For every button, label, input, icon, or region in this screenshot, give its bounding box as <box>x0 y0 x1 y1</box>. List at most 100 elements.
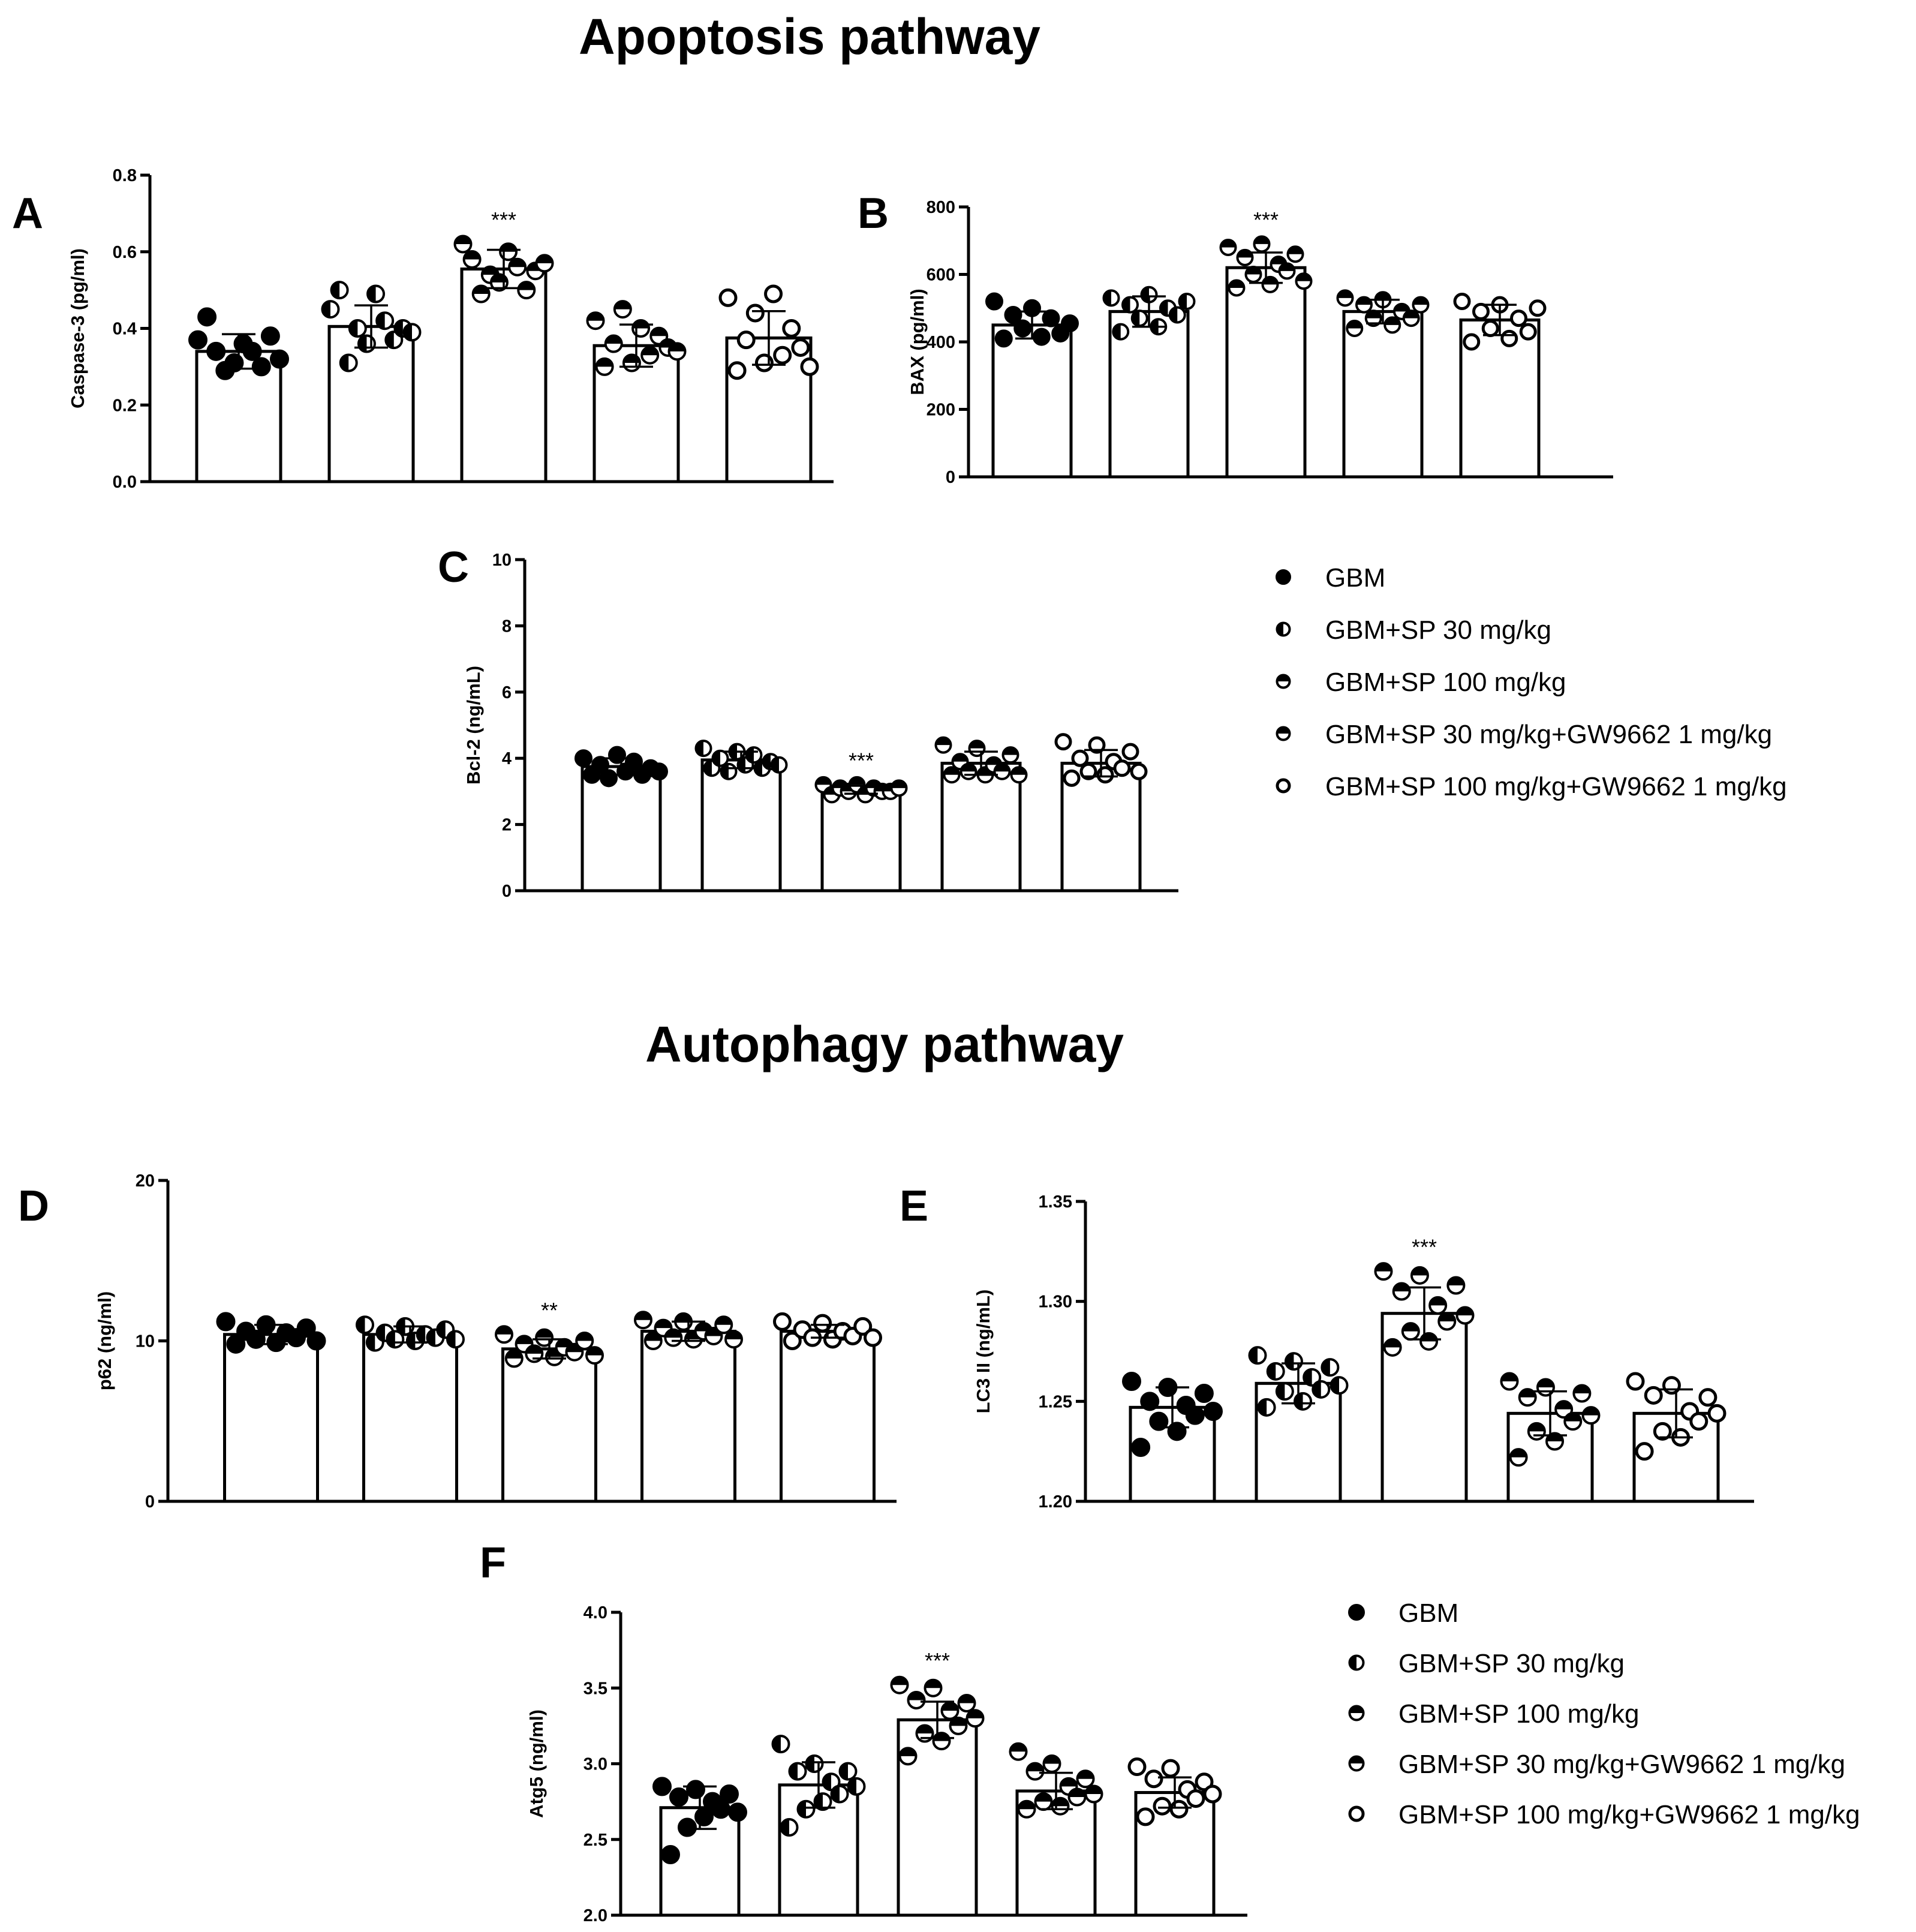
legend-label: GBM+SP 100 mg/kg+GW9662 1 mg/kg <box>1398 1800 1860 1829</box>
y-axis-label: Bcl-2 (ng/mL) <box>463 666 484 785</box>
y-tick-label: 10 <box>492 551 512 570</box>
data-point <box>1204 1402 1223 1421</box>
data-point <box>1121 296 1139 314</box>
data-point <box>1472 302 1490 320</box>
data-point <box>348 319 367 338</box>
significance-label: ** <box>541 1298 558 1323</box>
legend-marker <box>1348 1654 1365 1671</box>
significance-label: *** <box>491 208 516 232</box>
data-point <box>783 1332 802 1350</box>
data-point <box>517 281 536 300</box>
y-tick-label: 0.6 <box>113 243 137 262</box>
data-point <box>251 357 271 377</box>
data-point <box>1010 766 1028 784</box>
data-point <box>330 281 349 300</box>
data-point <box>686 1780 705 1799</box>
data-point <box>631 319 651 338</box>
data-point <box>1169 1799 1189 1819</box>
y-tick-label: 20 <box>136 1171 155 1191</box>
significance-label: *** <box>849 748 874 773</box>
data-point <box>1113 759 1131 777</box>
y-axis-label: p62 (ng/ml) <box>94 1291 115 1390</box>
data-point <box>813 1314 832 1333</box>
y-tick-label: 4.0 <box>583 1603 607 1622</box>
data-point <box>1510 310 1527 327</box>
y-tick-label: 600 <box>927 266 955 285</box>
data-point <box>1284 1352 1303 1371</box>
data-point <box>890 1675 909 1694</box>
data-point <box>1059 1777 1078 1796</box>
data-point <box>1130 310 1148 327</box>
data-point <box>1295 272 1313 290</box>
data-point <box>1294 1392 1313 1411</box>
legend-label: GBM <box>1398 1599 1458 1628</box>
data-point <box>260 326 280 346</box>
data-point <box>1364 310 1382 327</box>
data-point <box>1330 1376 1349 1395</box>
data-point <box>1236 248 1254 266</box>
data-point <box>1051 1796 1070 1816</box>
y-axis-label: LC3 II (ng/mL) <box>973 1290 994 1414</box>
data-point <box>1034 1792 1053 1811</box>
legend-marker <box>1348 1604 1365 1621</box>
data-point <box>1626 1372 1645 1391</box>
data-point <box>1419 1332 1439 1351</box>
data-point <box>1383 1338 1402 1357</box>
legend-marker <box>1276 569 1291 585</box>
bar <box>327 324 415 483</box>
data-point <box>1149 1411 1169 1431</box>
data-point <box>197 307 217 327</box>
bar <box>223 1333 319 1503</box>
data-point <box>853 1317 873 1336</box>
data-point <box>764 284 783 304</box>
bar <box>1342 310 1424 479</box>
data-point <box>1032 327 1051 346</box>
data-point <box>994 329 1013 348</box>
data-point <box>915 1724 934 1743</box>
data-point <box>504 1349 524 1368</box>
bar <box>700 758 782 893</box>
data-point <box>847 1777 866 1796</box>
data-point <box>652 1777 672 1796</box>
panel-letter: D <box>18 1182 49 1230</box>
data-point <box>1278 262 1296 280</box>
data-point <box>650 762 668 781</box>
data-point <box>604 334 623 353</box>
bar <box>460 267 548 483</box>
data-point <box>1402 310 1420 327</box>
y-tick-label: 0 <box>946 468 955 487</box>
y-axis-label: Atg5 (ng/ml) <box>526 1709 547 1818</box>
data-point <box>1286 245 1304 263</box>
data-point <box>1275 1382 1294 1401</box>
data-point <box>575 749 592 768</box>
data-point <box>907 1690 926 1709</box>
data-point <box>321 300 340 319</box>
data-point <box>661 1845 680 1864</box>
bar <box>362 1333 458 1503</box>
data-point <box>206 341 226 361</box>
data-point <box>1463 333 1481 351</box>
data-point <box>822 1772 841 1792</box>
data-point <box>495 1325 513 1344</box>
bar <box>501 1347 597 1503</box>
data-point <box>1519 323 1537 341</box>
panel-letter: C <box>438 543 469 591</box>
significance-label: *** <box>1412 1235 1437 1260</box>
data-point <box>985 292 1003 311</box>
y-tick-label: 1.25 <box>1039 1392 1072 1411</box>
data-point <box>1500 329 1518 347</box>
data-point <box>1563 1412 1583 1431</box>
bar <box>1060 761 1142 893</box>
data-point <box>788 1762 807 1781</box>
data-point <box>898 1747 918 1766</box>
legend-label: GBM+SP 30 mg/kg+GW9662 1 mg/kg <box>1398 1750 1845 1779</box>
data-point <box>1266 1362 1285 1381</box>
panel-letter: E <box>900 1182 928 1230</box>
y-tick-label: 800 <box>927 198 955 217</box>
data-point <box>796 1799 816 1819</box>
legend-marker <box>1348 1705 1365 1721</box>
